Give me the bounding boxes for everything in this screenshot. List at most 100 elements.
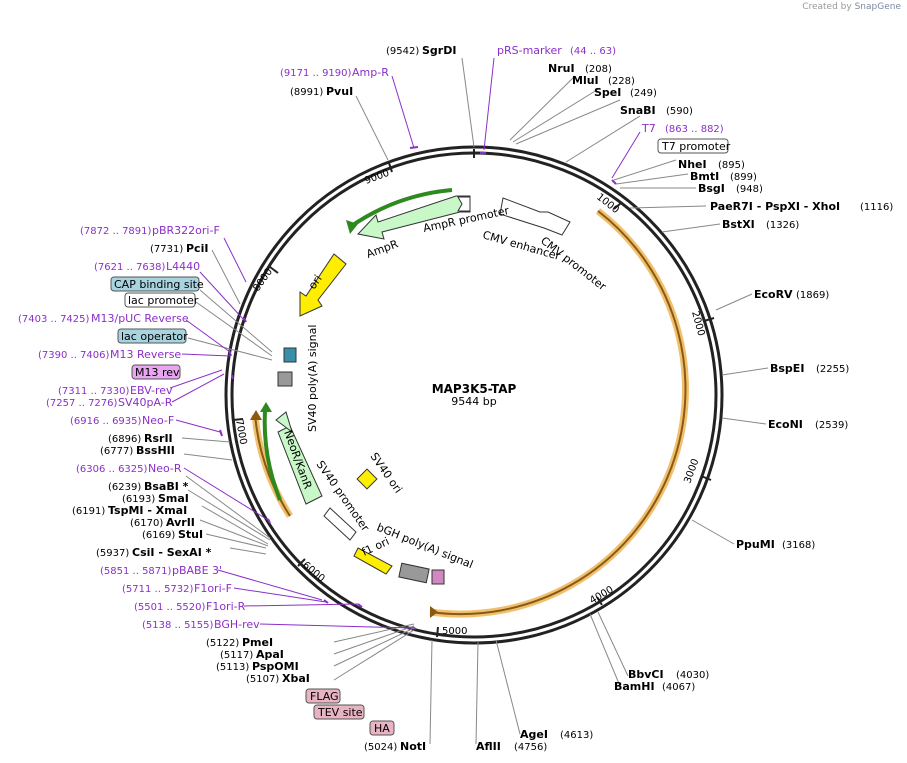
primer-bgh-rev: BGH-rev — [214, 618, 260, 631]
enzyme-bmti: BmtI — [690, 170, 719, 183]
enzyme-bbvci: BbvCI — [628, 668, 664, 681]
enzyme-avrii: AvrII — [166, 516, 195, 529]
neor-arc-head — [260, 402, 272, 412]
orf-small — [254, 414, 291, 517]
snapgene-credit: Created by SnapGene — [802, 2, 901, 12]
primer-range-bgh-rev: (5138 .. 5155) — [142, 620, 214, 631]
primer-range-f1ori-f: (5711 .. 5732) — [122, 584, 194, 595]
enzyme-agei: AgeI — [520, 728, 548, 741]
enzyme-stui: StuI — [178, 528, 203, 541]
primer-range-m13-reverse: (7390 .. 7406) — [38, 350, 110, 361]
primer-pbr322ori-f: pBR322ori-F — [152, 224, 220, 237]
enzyme-pos-rsrii: (6896) — [108, 434, 141, 445]
enzyme-ppumi: PpuMI — [736, 538, 775, 551]
enzyme-pos-apai: (5117) — [220, 650, 253, 661]
feature-tags — [431, 569, 445, 585]
enzyme-pos-bmti: (899) — [730, 172, 757, 183]
enzyme-pos-bbvci: (4030) — [676, 670, 709, 681]
enzyme-pmei: PmeI — [242, 636, 273, 649]
box-cap-binding-site-text: CAP binding site — [114, 278, 204, 291]
label-sv40-ori: SV40 ori — [368, 450, 405, 495]
box-m13-rev-text: M13 rev — [135, 366, 180, 379]
feature-f1-ori — [353, 547, 393, 575]
feature-sv40-ori — [356, 468, 378, 490]
enzyme-pos-avrii: (6170) — [130, 518, 163, 529]
box-t7-promoter — [657, 138, 729, 154]
enzyme-pos-bsshii: (6777) — [100, 446, 133, 457]
feature-ampr — [357, 195, 471, 240]
enzyme-sgrdi: SgrDI — [422, 44, 456, 57]
primer-range-t7: (863 .. 882) — [665, 124, 724, 135]
primer-amp-r: Amp-R — [352, 66, 389, 79]
enzyme-pos-mlui: (228) — [608, 76, 635, 87]
enzyme-pos-bsgi: (948) — [736, 184, 763, 195]
feature-bgh — [398, 562, 430, 584]
primer-range-sv40pa-r: (7257 .. 7276) — [46, 398, 118, 409]
feature-ori — [299, 253, 347, 317]
enzyme-bsabi: BsaBI * — [144, 480, 189, 493]
enzyme-bspei: BspEI — [770, 362, 804, 375]
tick-marks — [232, 149, 715, 638]
primer-f1ori-r: F1ori-R — [206, 600, 246, 613]
ampr-arc-head — [346, 220, 358, 234]
enzyme-csii: CsiI - SexAI * — [132, 546, 212, 559]
enzyme-pos-spei: (249) — [630, 88, 657, 99]
enzyme-pos-pvui: (8991) — [290, 87, 323, 98]
primer-range-pbabe3: (5851 .. 5871) — [100, 566, 172, 577]
enzyme-pos-econi: (2539) — [815, 420, 848, 431]
boxed-labels: T7 promoter CAP binding site lac promote… — [110, 138, 731, 736]
enzyme-pos-smai: (6193) — [122, 494, 155, 505]
box-ha — [369, 720, 395, 736]
enzyme-pos-csii: (5937) — [96, 548, 129, 559]
enzyme-labels: (9542) SgrDI NruI (208) MluI (228) SpeI … — [72, 44, 893, 753]
enzyme-pos-bsabi: (6239) — [108, 482, 141, 493]
enzyme-pos-sgrdi: (9542) — [386, 46, 419, 57]
primer-f1ori-f: F1ori-F — [194, 582, 232, 595]
enzyme-xbai: XbaI — [282, 672, 310, 685]
box-ha-text: HA — [374, 722, 390, 735]
primer-range-amp-r: (9171 .. 9190) — [280, 68, 352, 79]
enzyme-pos-bspei: (2255) — [816, 364, 849, 375]
enzyme-noti: NotI — [400, 740, 426, 753]
primer-range-f1ori-r: (5501 .. 5520) — [134, 602, 206, 613]
box-flag-text: FLAG — [310, 690, 339, 703]
enzyme-mlui: MluI — [572, 74, 599, 87]
enzyme-pos-noti: (5024) — [364, 742, 397, 753]
enzyme-pos-snabi: (590) — [666, 106, 693, 117]
ampr-arc — [348, 188, 453, 229]
feature-neor-head — [275, 411, 293, 434]
enzyme-bsgi: BsgI — [698, 182, 725, 195]
box-flag — [305, 688, 341, 704]
feature-sv40pa — [277, 371, 293, 387]
enzyme-pos-agei: (4613) — [560, 730, 593, 741]
box-tev-site-text: TEV site — [317, 706, 363, 719]
enzyme-pos-tspmi: (6191) — [72, 506, 105, 517]
primer-range-prs-marker: (44 .. 63) — [570, 46, 616, 57]
primer-t7: T7 — [641, 122, 656, 135]
enzyme-pos-ppumi: (3168) — [782, 540, 815, 551]
plasmid-name: MAP3K5-TAP — [432, 382, 517, 396]
leader-lines — [181, 57, 769, 745]
enzyme-pos-xhoi-group: (1116) — [860, 202, 893, 213]
primer-pbabe3: pBABE 3' — [172, 564, 222, 577]
feature-cmv — [499, 197, 571, 236]
enzyme-pcii: PciI — [186, 242, 208, 255]
enzyme-nhei: NheI — [678, 158, 707, 171]
box-lac-promoter-text: lac promoter — [128, 294, 199, 307]
primer-range-l4440: (7621 .. 7638) — [94, 262, 166, 273]
primer-leaders — [169, 57, 641, 629]
orf-arc — [429, 210, 687, 615]
orf-arc-halo — [429, 208, 689, 618]
enzyme-pos-pcii: (7731) — [150, 244, 183, 255]
enzyme-ecorv: EcoRV — [754, 288, 793, 301]
enzyme-spei: SpeI — [594, 86, 621, 99]
enzyme-smai: SmaI — [158, 492, 189, 505]
enzyme-bstxi: BstXI — [722, 218, 755, 231]
primer-ebv-rev: EBV-rev — [130, 384, 173, 397]
enzyme-rsrii: RsrII — [144, 432, 173, 445]
neor-arc — [262, 409, 282, 501]
feature-ampr-promoter — [457, 196, 471, 212]
plasmid-length: 9544 bp — [451, 395, 496, 408]
box-cap-binding-site — [110, 276, 200, 292]
